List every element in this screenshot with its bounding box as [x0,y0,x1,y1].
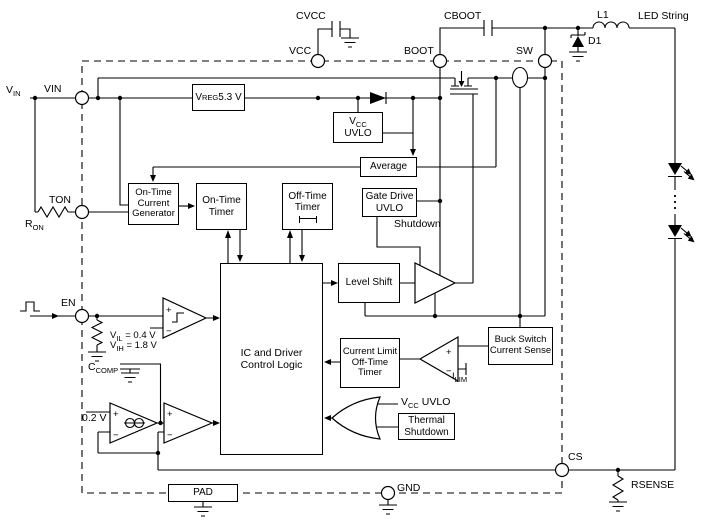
off-time-timer-block: Off-Time Timer [282,183,333,230]
shutdown-label: Shutdown [394,218,441,230]
led1-icon [668,163,682,175]
arrowheads [52,149,416,426]
error-comparator-icon [163,402,214,444]
svg-text:+: + [166,305,172,316]
ton-pin-label: TON [49,194,71,206]
gate-drive-uvlo-block: Gate Drive UVLO [362,188,417,217]
on-time-current-generator-block: On-Time Current Generator [128,183,179,225]
gnd-pin-label: GND [397,482,421,494]
vin-supply-label: VIN [6,84,21,99]
ilim-comparator-icon [418,335,459,383]
svg-text:−: − [446,366,452,377]
d1-diode-icon [572,36,584,47]
current-limit-off-time-timer-block: Current Limit Off-Time Timer [340,338,400,388]
led-emission-arrows [680,165,695,243]
ron-label: RON [25,218,44,233]
led2-icon [668,225,682,237]
vin-pin-label: VIN [44,83,62,95]
control-logic-block: IC and Driver Control Logic [220,263,323,455]
cs-pin-label: CS [568,451,583,463]
or-vcc-uvlo-label: VCC UVLO [401,396,451,411]
mosfet-body-diode-icon [458,81,465,87]
average-block: Average [360,157,417,177]
svg-text:+: + [167,409,173,420]
ccomp-label: CCOMP [88,361,119,376]
cvcc-label: CVCC [296,10,326,22]
level-shift-block: Level Shift [338,263,400,303]
bootstrap-diode-icon [370,92,386,104]
d1-label: D1 [588,35,602,47]
ilim-label: ILIM [452,371,468,384]
en-pin [74,308,90,324]
vcc-uvlo-block: VCC UVLO [333,112,383,143]
svg-text:−: − [167,430,173,441]
wire-segments [20,20,682,517]
polarity-marks: + − + − + − + − [113,305,452,441]
svg-text:+: + [446,347,452,358]
en-pin-label: EN [61,297,76,309]
led-string-label: LED String [638,10,689,22]
l1-label: L1 [597,9,609,21]
en-threshold-labels: VIL = 0.4 V VIH = 1.8 V [110,330,157,354]
buck-switch-current-sense-block: Buck Switch Current Sense [488,327,553,365]
cboot-label: CBOOT [444,10,482,22]
pad-block: PAD [168,484,238,502]
boot-pin [432,53,448,69]
rsense-label: RSENSE [631,479,675,491]
or-gate-icon [331,396,381,440]
boot-pin-label: BOOT [404,45,434,57]
vcc-pin-label: VCC [289,45,312,57]
on-time-timer-block: On-Time Timer [196,183,247,230]
sw-pin-label: SW [516,45,533,57]
thermal-shutdown-block: Thermal Shutdown [398,413,455,440]
ton-pin [74,204,90,220]
gate-driver-icon [414,262,457,304]
sw-pin [537,53,553,69]
vref-label: 0.2 V [82,412,107,424]
svg-text:−: − [166,326,172,337]
svg-text:−: − [113,430,119,441]
timer-interval-icon [298,215,317,223]
diode-symbols [370,36,682,237]
en-comparator-icon [162,297,208,339]
package-pins [74,53,570,501]
junction-dots [32,25,621,473]
gnd-pin [380,485,396,501]
vcc-pin [310,53,326,69]
symbol-details [124,66,529,429]
cs-pin [554,462,570,478]
vin-pin [74,90,90,106]
hysteresis-icon [172,312,184,323]
current-sense-element-icon [511,66,529,89]
svg-text:+: + [113,409,119,420]
